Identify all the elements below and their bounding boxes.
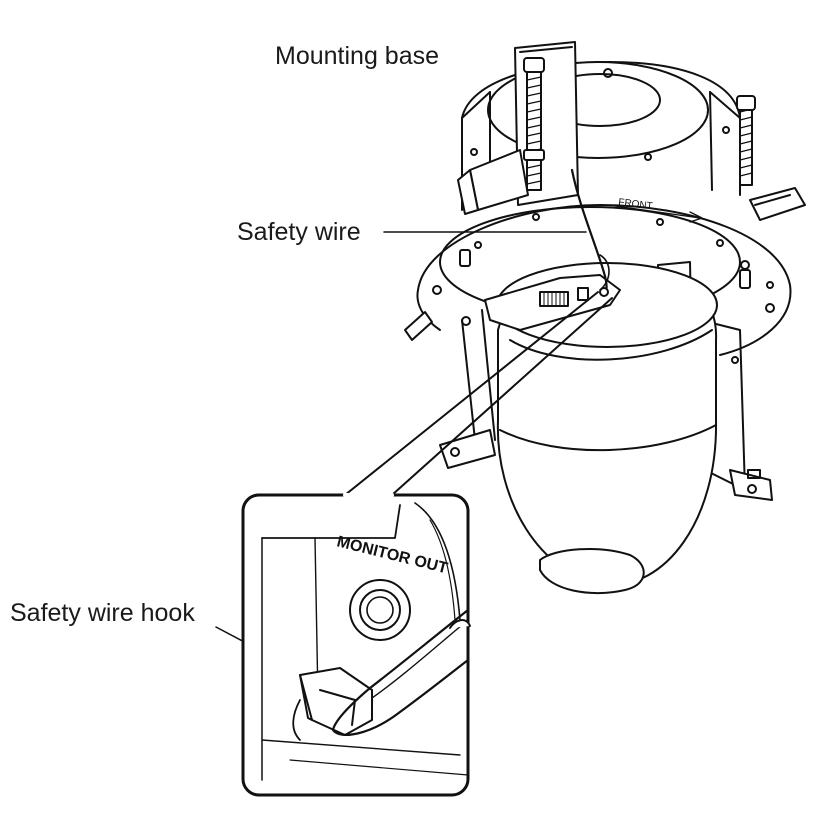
safety-wire — [570, 168, 610, 297]
mounting-bolt-left — [523, 57, 545, 191]
safety-wire-hook — [292, 667, 373, 741]
safety-wire-hook-label: Safety wire hook — [10, 599, 195, 627]
safety-wire-label: Safety wire — [237, 218, 361, 246]
mounting-base-label: Mounting base — [275, 42, 440, 70]
mounting-bolt-right — [736, 95, 756, 186]
camera-dome — [484, 262, 718, 594]
detail-inset: MONITOR OUT — [241, 493, 471, 797]
monitor-out-port — [349, 579, 411, 641]
mounting-base — [457, 41, 806, 221]
zoom-cone — [344, 291, 613, 496]
front-marking: FRONT — [618, 197, 654, 212]
